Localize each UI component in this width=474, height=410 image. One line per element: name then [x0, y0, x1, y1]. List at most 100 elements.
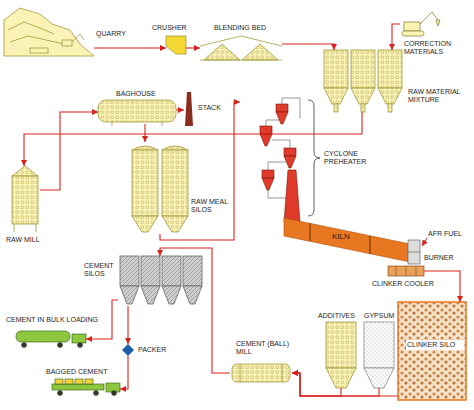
equipment-label: PACKER: [138, 346, 166, 354]
cyclone-preheater-drawing: [284, 170, 300, 222]
clinker-silo-drawing: [398, 302, 466, 400]
equipment-label: CEMENT IN BULK LOADING: [6, 316, 98, 324]
flow-arrow: [144, 124, 145, 142]
cement-mill-drawing: [232, 364, 290, 382]
cyclone-preheater-drawing: [262, 170, 274, 178]
burner: BURNER: [408, 240, 420, 264]
additives-hopper: [326, 322, 356, 368]
blending-bed: BLENDING BED: [200, 38, 282, 60]
crusher-drawing: [166, 36, 186, 54]
equipment-label: RAW MEAL SILOS: [191, 198, 231, 214]
packer: PACKER: [122, 344, 134, 356]
cement-mill-drawing: [232, 364, 290, 382]
flow-arrow: [176, 109, 184, 110]
flow-arrow: [94, 47, 166, 48]
gypsum-hopper: [364, 322, 394, 368]
flow-arrow: [292, 373, 398, 396]
cement-silos-drawing: [141, 286, 160, 304]
raw-meal-silos-drawing: [132, 216, 158, 232]
raw-meal-silos-drawing: [132, 150, 158, 216]
clinker-cooler-drawing: [406, 266, 407, 276]
bagged-truck: [65, 379, 73, 384]
equipment-label: CEMENT SILOS: [84, 262, 116, 278]
cement-silos-drawing: [120, 256, 139, 286]
equipment-label: CRUSHER: [152, 24, 187, 32]
baghouse-drawing: [98, 100, 176, 126]
equipment-label: STACK: [198, 104, 221, 112]
equipment-label: BAGGED CEMENT: [46, 368, 107, 376]
quarry: QUARRY: [4, 4, 94, 56]
correction-excavator: [436, 20, 440, 26]
bulk-truck: [58, 343, 63, 348]
raw-mix-hoppers: [351, 88, 375, 104]
cement-silos-drawing: [120, 256, 202, 304]
bagged-truck: [52, 379, 120, 396]
cyclone-preheater-drawing: [268, 190, 286, 198]
cyclone-preheater-drawing: [260, 134, 272, 146]
stack-drawing: [185, 92, 193, 126]
quarry-drawing: [62, 40, 72, 46]
bulk-truck: [16, 331, 70, 342]
raw-meal-silos: RAW MEAL SILOS: [130, 142, 190, 234]
raw-mill-drawing: [12, 176, 38, 224]
bulk-truck: CEMENT IN BULK LOADING: [8, 330, 86, 348]
correction-excavator: [402, 31, 424, 36]
stack: STACK: [184, 92, 194, 126]
raw-mix-hoppers: [324, 50, 402, 112]
cyclone-preheater-drawing: [276, 112, 288, 124]
equipment-label: QUARRY: [96, 30, 126, 38]
flow-arrow: [186, 47, 200, 48]
equipment-label: CLINKER SILO: [406, 340, 464, 350]
cement-silos-drawing: [162, 286, 181, 304]
clinker-cooler-drawing: [416, 266, 417, 276]
raw-mix-hoppers: [378, 50, 402, 88]
quarry-drawing: [10, 36, 64, 44]
correction-excavator: [404, 22, 420, 31]
flow-arrow: [120, 356, 128, 389]
raw-meal-silos-drawing: [162, 150, 188, 216]
raw-meal-silos-drawing: [132, 146, 158, 150]
flow-arrow: [292, 373, 341, 396]
kiln-drawing: [309, 223, 310, 241]
clinker-silo: CLINKER SILO: [398, 302, 466, 400]
raw-meal-silos-drawing: [162, 216, 188, 232]
raw-mix-hoppers: [378, 88, 402, 104]
flow-arrow: [392, 24, 400, 50]
raw-mix-hoppers: [361, 104, 365, 112]
gypsum-hopper: GYPSUM: [364, 322, 394, 388]
equipment-label: RAW MILL: [6, 236, 40, 244]
flow-arrow: [160, 102, 240, 240]
kiln-drawing: [284, 218, 410, 262]
additives-hopper: [326, 368, 356, 388]
cement-mill-drawing: [240, 364, 241, 382]
additives-hopper: ADDITIVES: [326, 322, 356, 388]
baghouse-drawing: [162, 122, 163, 126]
correction-materials: CORRECTION MATERIALS: [400, 8, 440, 38]
cyclone-preheater-drawing: [272, 140, 290, 148]
equipment-label: KILN: [332, 232, 350, 241]
kiln-drawing: [284, 218, 410, 262]
cyclone-preheater-drawing: [276, 104, 288, 112]
quarry-drawing: [4, 8, 94, 56]
cyclone-preheater-drawing: [284, 148, 296, 156]
cement-silos-drawing: [141, 256, 160, 286]
bagged-truck: [112, 391, 117, 396]
cyclone-preheater-drawing: [268, 162, 286, 170]
flow-arrow: [40, 112, 98, 190]
crusher: CRUSHER: [166, 36, 186, 54]
gypsum-hopper: [364, 368, 394, 388]
raw-mill-drawing: [36, 224, 37, 232]
cement-silos-drawing: [183, 256, 202, 286]
equipment-label: GYPSUM: [364, 312, 394, 320]
bagged-truck: BAGGED CEMENT: [50, 380, 120, 398]
equipment-label: BURNER: [424, 254, 454, 262]
cement-mill: CEMENT (BALL) MILL: [230, 362, 292, 384]
baghouse-drawing: [98, 100, 176, 122]
equipment-label: CLINKER COOLER: [372, 280, 434, 288]
bulk-truck: [22, 343, 27, 348]
cyclone-preheater-drawing: [260, 126, 272, 134]
raw-mix-hoppers: [324, 88, 348, 104]
flow-arrow: [282, 44, 334, 50]
bagged-truck: [58, 391, 63, 396]
blending-bed-drawing: [204, 44, 240, 60]
